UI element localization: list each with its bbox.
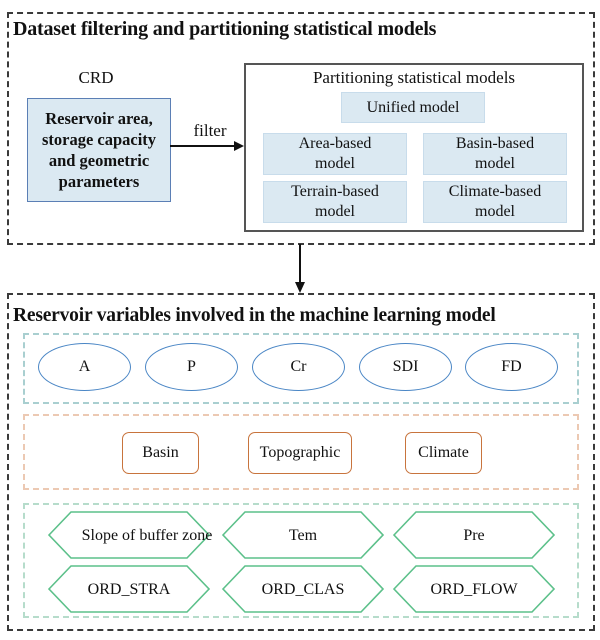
hexagon-label: Pre xyxy=(463,526,485,544)
variable-ellipse: FD xyxy=(465,343,558,391)
variable-hexagon: Pre xyxy=(393,511,555,559)
variable-hexagon: ORD_STRA xyxy=(48,565,210,613)
unified-model-box: Unified model xyxy=(341,92,485,123)
hexagon-label: Slope of buffer zone xyxy=(81,526,213,544)
section-connector-arrow xyxy=(295,244,305,293)
variable-ellipse: P xyxy=(145,343,238,391)
top-section-title: Dataset filtering and partitioning stati… xyxy=(13,18,437,40)
bottom-section-title: Reservoir variables involved in the mach… xyxy=(13,305,496,326)
hexagon-label: ORD_STRA xyxy=(87,580,171,598)
crd-label: CRD xyxy=(78,68,114,87)
variable-ellipse: A xyxy=(38,343,131,391)
geometric-variables-group xyxy=(23,333,579,404)
category-variables-group xyxy=(23,414,579,490)
area-model-box: Area-based model xyxy=(263,133,407,175)
variable-hexagon: Tem xyxy=(222,511,384,559)
climate-model-box: Climate-based model xyxy=(423,181,567,223)
source-data-box: Reservoir area, storage capacity and geo… xyxy=(27,98,171,202)
variable-ellipse: SDI xyxy=(359,343,452,391)
variable-hexagon: ORD_FLOW xyxy=(393,565,555,613)
category-box-basin: Basin xyxy=(122,432,199,474)
hexagon-label: ORD_FLOW xyxy=(430,580,518,598)
models-panel-title: Partitioning statistical models xyxy=(312,68,516,87)
filter-arrow xyxy=(170,141,244,151)
variable-hexagon: ORD_CLAS xyxy=(222,565,384,613)
environment-variables-group xyxy=(23,503,579,618)
basin-model-box: Basin-based model xyxy=(423,133,567,175)
variable-hexagon: Slope of buffer zone xyxy=(48,511,212,559)
terrain-model-box: Terrain-based model xyxy=(263,181,407,223)
category-box-topographic: Topographic xyxy=(248,432,352,474)
hexagon-label: Tem xyxy=(288,526,318,544)
models-panel xyxy=(244,63,584,232)
filter-label: filter xyxy=(193,121,227,140)
variable-ellipse: Cr xyxy=(252,343,345,391)
hexagon-label: ORD_CLAS xyxy=(261,580,345,598)
bottom-section-frame xyxy=(7,293,595,631)
category-box-climate: Climate xyxy=(405,432,482,474)
